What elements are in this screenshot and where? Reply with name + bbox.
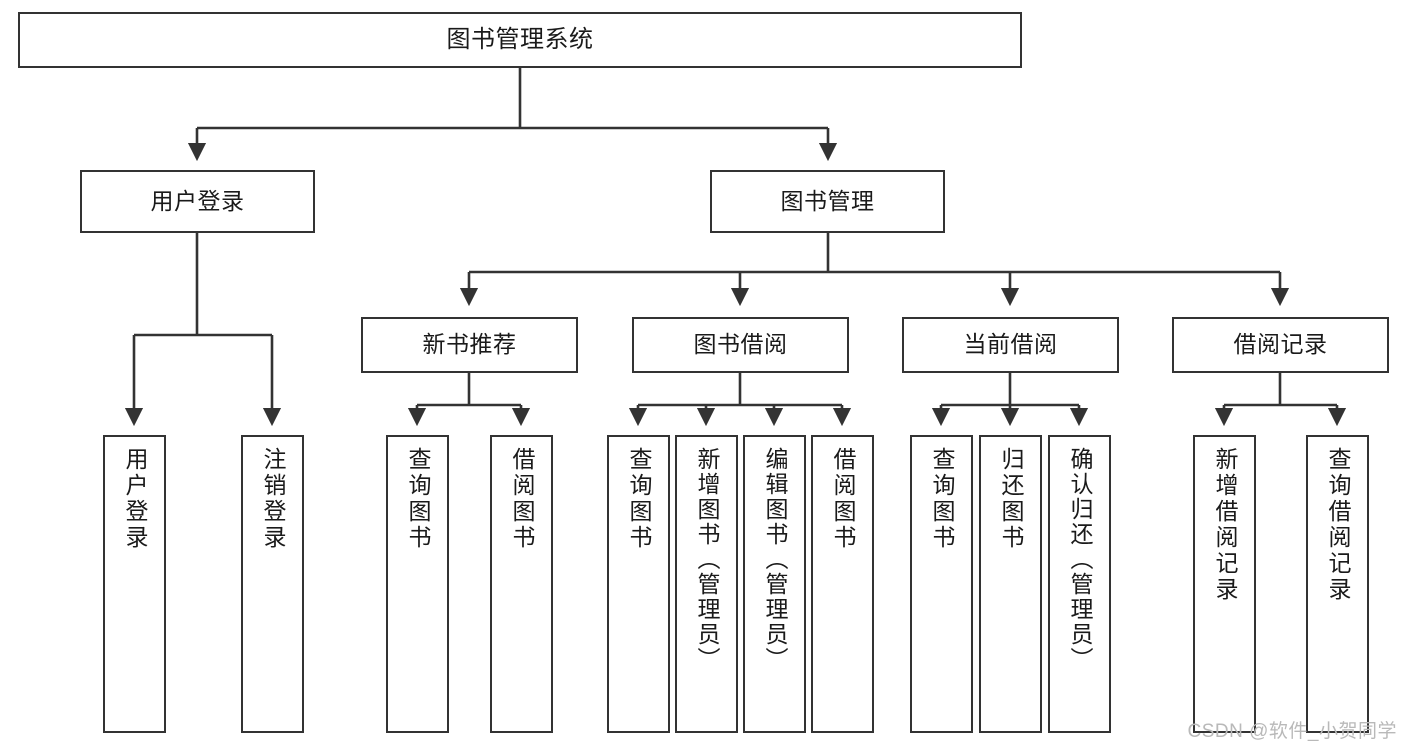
node-label: 确认归还（管理员） — [1067, 447, 1093, 672]
node-label: 查询图书 — [626, 447, 652, 551]
node-label: 编辑图书（管理员） — [762, 447, 788, 672]
node-book-borrow[interactable]: 图书借阅 — [632, 317, 849, 373]
leaf-query-book-borrow[interactable]: 查询图书 — [607, 435, 670, 733]
leaf-add-borrow-record[interactable]: 新增借阅记录 — [1193, 435, 1256, 733]
node-label: 查询借阅记录 — [1325, 447, 1351, 603]
leaf-user-login[interactable]: 用户登录 — [103, 435, 166, 733]
node-label: 图书管理系统 — [446, 25, 594, 53]
node-label: 归还图书 — [998, 447, 1024, 551]
leaf-query-borrow-record[interactable]: 查询借阅记录 — [1306, 435, 1369, 733]
node-label: 图书管理 — [780, 187, 875, 214]
node-label: 图书借阅 — [693, 331, 788, 358]
node-label: 新增图书（管理员） — [694, 447, 720, 672]
node-label: 新书推荐 — [422, 331, 517, 358]
node-label: 查询图书 — [929, 447, 955, 551]
node-label: 查询图书 — [405, 447, 431, 551]
node-borrow-record[interactable]: 借阅记录 — [1172, 317, 1389, 373]
node-current-borrow[interactable]: 当前借阅 — [902, 317, 1119, 373]
leaf-borrow-book[interactable]: 借阅图书 — [811, 435, 874, 733]
leaf-borrow-book-recommend[interactable]: 借阅图书 — [490, 435, 553, 733]
node-label: 当前借阅 — [963, 331, 1058, 358]
node-new-book-recommend[interactable]: 新书推荐 — [361, 317, 578, 373]
node-label: 用户登录 — [122, 447, 148, 551]
leaf-user-logout[interactable]: 注销登录 — [241, 435, 304, 733]
node-label: 新增借阅记录 — [1212, 447, 1238, 603]
leaf-return-book[interactable]: 归还图书 — [979, 435, 1042, 733]
leaf-confirm-return-admin[interactable]: 确认归还（管理员） — [1048, 435, 1111, 733]
node-label: 借阅图书 — [830, 447, 856, 551]
leaf-add-book-admin[interactable]: 新增图书（管理员） — [675, 435, 738, 733]
node-label: 用户登录 — [150, 187, 245, 214]
leaf-edit-book-admin[interactable]: 编辑图书（管理员） — [743, 435, 806, 733]
node-user-login[interactable]: 用户登录 — [80, 170, 315, 233]
node-book-management-system[interactable]: 图书管理系统 — [18, 12, 1022, 68]
leaf-query-book-recommend[interactable]: 查询图书 — [386, 435, 449, 733]
node-label: 借阅记录 — [1233, 331, 1328, 358]
node-book-management[interactable]: 图书管理 — [710, 170, 945, 233]
node-label: 注销登录 — [260, 447, 286, 551]
node-label: 借阅图书 — [509, 447, 535, 551]
leaf-query-book-current[interactable]: 查询图书 — [910, 435, 973, 733]
